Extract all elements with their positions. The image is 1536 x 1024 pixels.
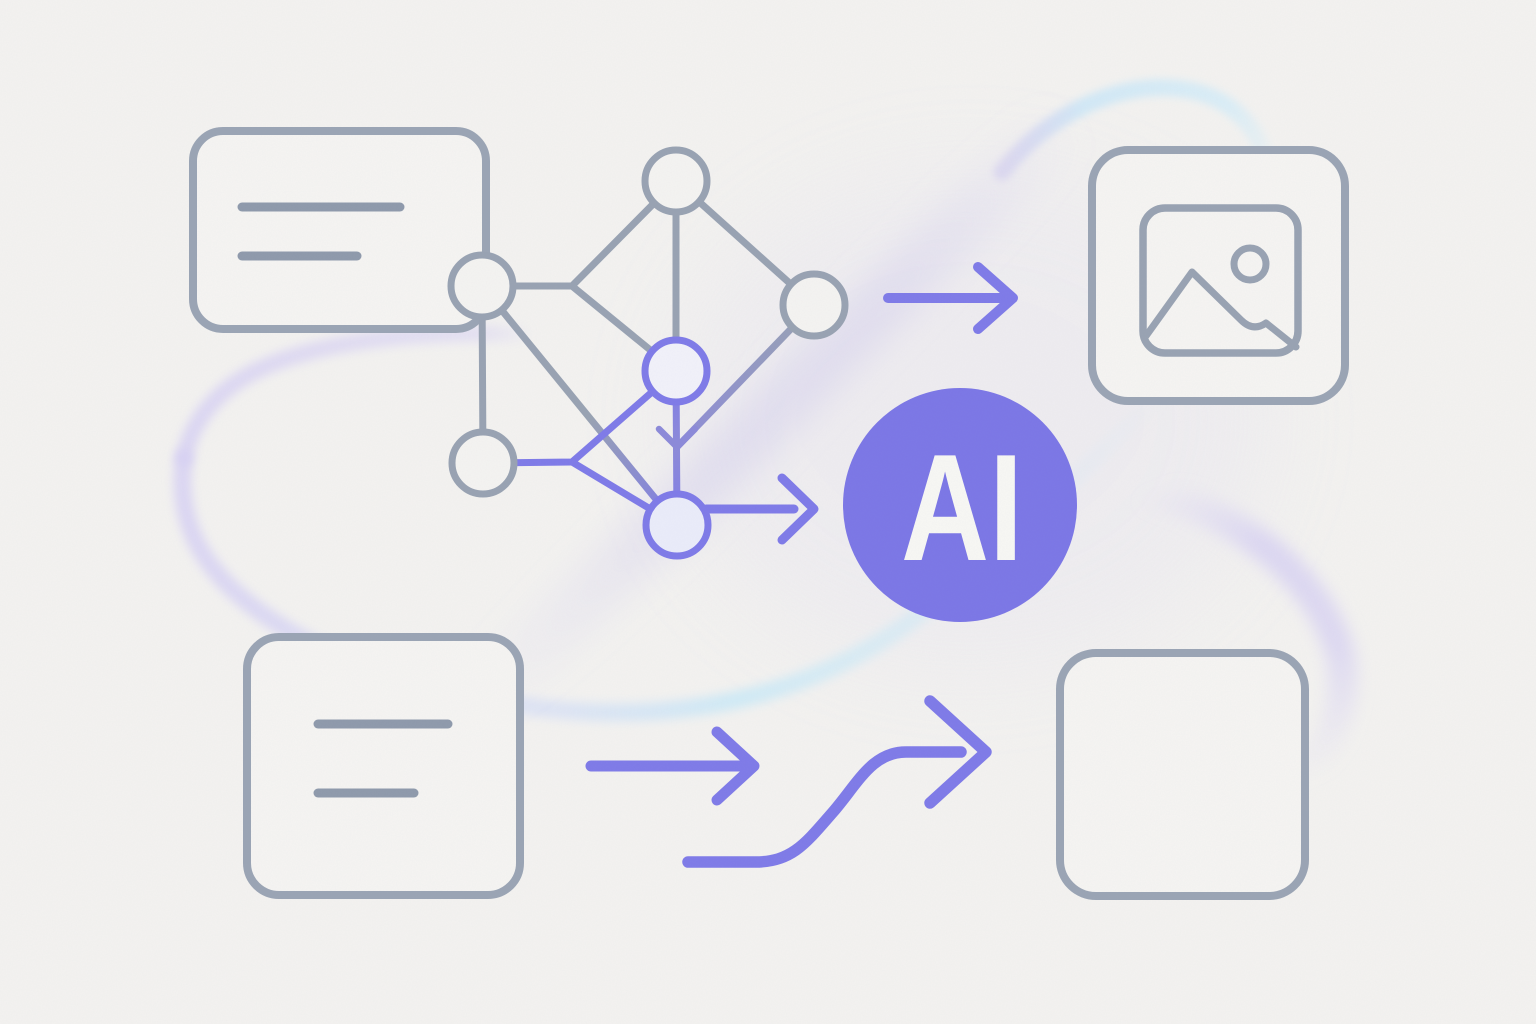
output-blank-card bbox=[1056, 649, 1309, 900]
node-bottom-purple bbox=[642, 490, 712, 560]
node-top bbox=[641, 146, 711, 216]
node-middle-purple bbox=[641, 336, 711, 406]
input-document-card-top bbox=[189, 127, 490, 333]
output-image-card bbox=[1088, 146, 1349, 405]
ai-badge-label: AI bbox=[901, 423, 1023, 593]
node-left-top bbox=[447, 251, 517, 321]
node-right bbox=[779, 270, 849, 340]
ai-badge: AI bbox=[843, 388, 1077, 622]
node-left-bottom bbox=[448, 428, 518, 498]
input-document-card-bottom bbox=[243, 633, 524, 899]
